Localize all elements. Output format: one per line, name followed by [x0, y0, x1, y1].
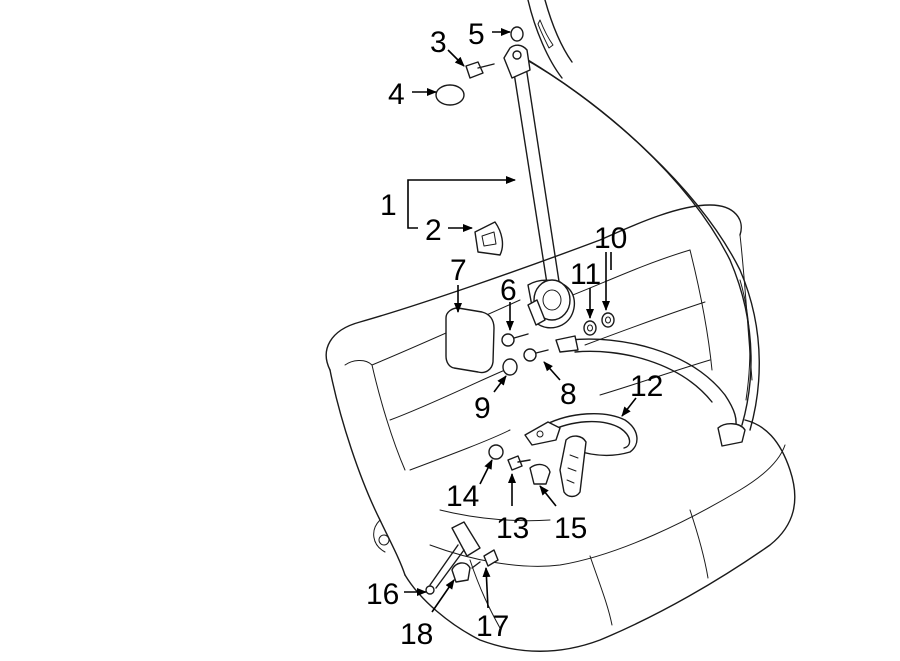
bolt-part-6 — [501, 333, 529, 347]
lower-belt-anchor — [555, 335, 579, 353]
callout-14: 14 — [446, 480, 479, 513]
trim-cap-part — [435, 84, 465, 106]
callout-16: 16 — [366, 578, 399, 611]
bolt-part-8 — [523, 348, 549, 362]
bolt-part-3 — [465, 61, 495, 79]
callout-6: 6 — [500, 274, 517, 307]
callout-15: 15 — [554, 512, 587, 545]
outboard-anchor — [717, 423, 746, 447]
callout-13: 13 — [496, 512, 529, 545]
washer-part-11 — [583, 320, 597, 336]
leader-lines — [404, 28, 637, 613]
callout-3: 3 — [430, 26, 447, 59]
trim-cover-part — [445, 307, 495, 374]
washer-part-10 — [601, 312, 615, 328]
callout-17: 17 — [476, 610, 509, 643]
bracket-part-15 — [529, 463, 551, 485]
anchor-cap — [510, 26, 524, 42]
guide-cover-part — [474, 221, 504, 256]
callout-7: 7 — [450, 254, 467, 287]
shoulder-belt-webbing — [511, 54, 760, 431]
door-pillar — [527, 0, 573, 79]
rear-seat — [325, 204, 796, 652]
nut-part-14 — [488, 444, 504, 460]
center-belt-assembly — [524, 412, 638, 498]
nut-part-18 — [451, 562, 471, 583]
retractor — [527, 279, 576, 329]
callout-10: 10 — [594, 222, 627, 255]
callout-1: 1 — [380, 189, 397, 222]
callout-18: 18 — [400, 618, 433, 651]
callout-12: 12 — [630, 370, 663, 403]
callout-11: 11 — [570, 258, 601, 291]
callout-5: 5 — [468, 18, 485, 51]
bolt-part-17 — [471, 549, 499, 569]
callout-9: 9 — [474, 392, 491, 425]
bolt-part-13 — [507, 455, 531, 471]
callout-labels: 1 2 3 4 5 6 7 8 9 10 11 12 13 14 15 16 1… — [366, 18, 663, 651]
callout-4: 4 — [388, 78, 405, 111]
callout-8: 8 — [560, 378, 577, 411]
callout-2: 2 — [425, 214, 442, 247]
upper-anchor — [503, 26, 531, 79]
cap-part-9 — [502, 358, 518, 376]
